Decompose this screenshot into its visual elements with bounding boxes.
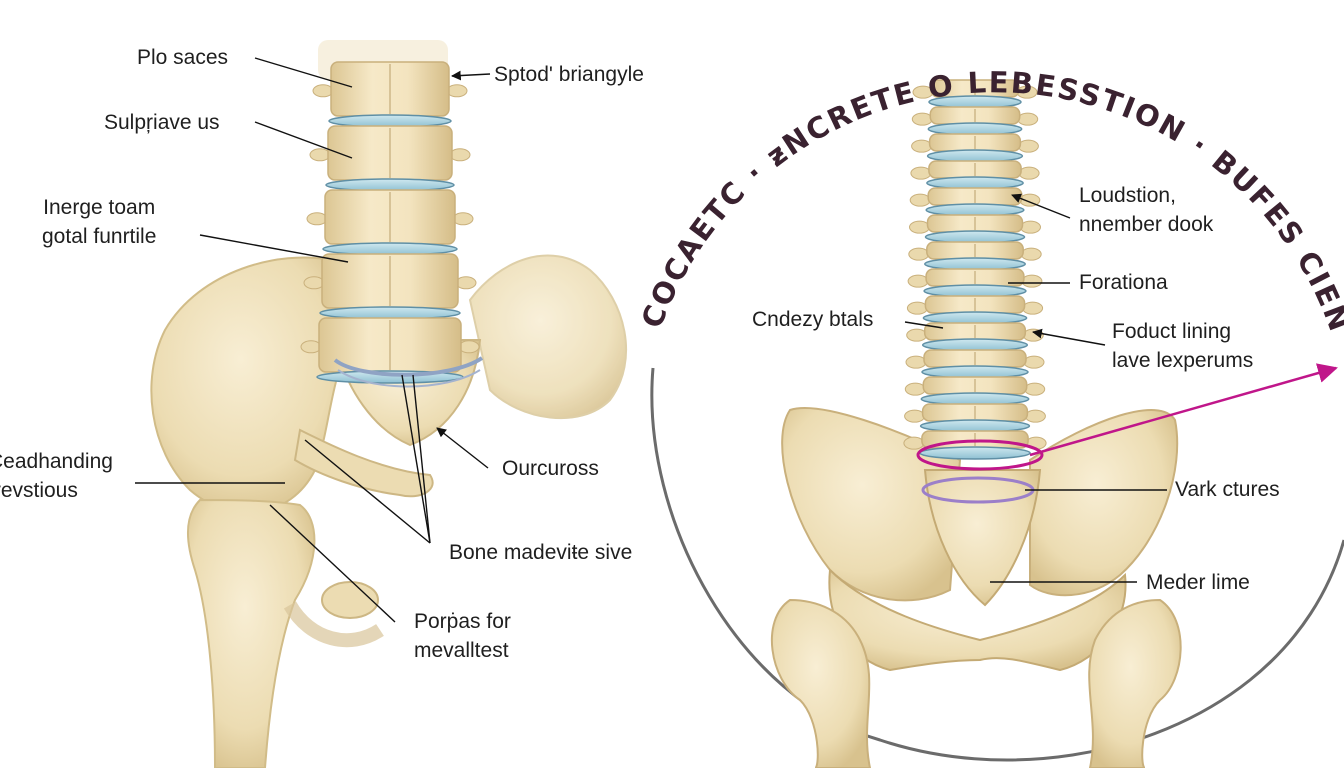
transverse-process <box>906 301 928 315</box>
transverse-process <box>911 139 933 153</box>
transverse-process <box>909 220 930 234</box>
transverse-process <box>455 276 477 290</box>
label-foduct: Foduct lining lave lexperums <box>1112 320 1254 372</box>
intervertebral-disc <box>919 446 1031 460</box>
intervertebral-disc <box>921 338 1029 352</box>
intervertebral-disc <box>922 311 1028 325</box>
transverse-process <box>1020 220 1041 234</box>
intervertebral-disc <box>925 203 1025 217</box>
transverse-process <box>908 247 930 261</box>
transverse-process <box>903 436 925 450</box>
intervertebral-disc <box>325 178 455 192</box>
intervertebral-disc <box>924 257 1026 271</box>
left-pelvis-illustration <box>150 40 628 769</box>
transverse-process <box>905 355 927 369</box>
transverse-process <box>1024 409 1046 423</box>
leader-lines <box>135 57 1167 623</box>
intervertebral-disc <box>319 306 461 320</box>
intervertebral-disc <box>924 230 1026 244</box>
intervertebral-disc <box>926 176 1024 190</box>
transverse-process <box>906 328 928 342</box>
transverse-process <box>303 276 325 290</box>
intervertebral-disc <box>926 149 1024 163</box>
transverse-process <box>909 193 931 207</box>
transverse-process <box>904 382 926 396</box>
label-vark: Vark ctures <box>1175 478 1280 501</box>
transverse-process <box>306 212 328 226</box>
label-cndezy: Cndezy btals <box>752 308 874 331</box>
intervertebral-disc <box>927 122 1023 136</box>
transverse-process <box>911 112 933 126</box>
transverse-process <box>1018 166 1040 180</box>
intervertebral-disc <box>322 242 458 256</box>
intervertebral-disc <box>921 365 1029 379</box>
transverse-process <box>312 84 334 98</box>
transverse-process <box>1020 247 1042 261</box>
transverse-process <box>1021 274 1043 288</box>
transverse-process <box>446 84 468 98</box>
right-pelvis-illustration <box>650 79 1344 769</box>
label-ourcuross: Ourcuross <box>502 457 599 480</box>
label-inerge-toam: Inerge toam gotal funrtile <box>42 196 157 248</box>
transverse-process <box>1024 382 1046 396</box>
transverse-process <box>452 212 474 226</box>
transverse-process <box>904 409 926 423</box>
label-eadhanding: Ceadhanding frevstious <box>0 450 113 502</box>
intervertebral-disc <box>920 392 1030 406</box>
transverse-process <box>910 166 932 180</box>
label-bone-madevite: Bone madeviŧe sive <box>449 541 633 564</box>
transverse-process <box>1017 112 1039 126</box>
intervertebral-disc <box>328 114 452 128</box>
label-meder: Meder lime <box>1146 571 1250 594</box>
transverse-process <box>458 340 480 354</box>
transverse-process <box>1022 301 1044 315</box>
label-sulpriave-us: Sulpŗiave us <box>104 111 220 134</box>
label-loudstion: Loudstion, nnember dook <box>1079 184 1214 236</box>
intervertebral-disc <box>919 419 1031 433</box>
transverse-process <box>300 340 322 354</box>
transverse-process <box>309 148 331 162</box>
label-forationa: Forationa <box>1079 271 1168 294</box>
transverse-process <box>1022 328 1044 342</box>
transverse-process <box>907 274 929 288</box>
transverse-process <box>1023 355 1045 369</box>
intervertebral-disc <box>923 284 1027 298</box>
label-sptod-briangyle: Sptod' briangyle <box>494 63 644 86</box>
label-porpas: Porṗas for mevalltest <box>414 610 511 662</box>
transverse-process <box>449 148 471 162</box>
label-plo-saces: Plo saces <box>137 46 229 69</box>
transverse-process <box>1017 139 1039 153</box>
